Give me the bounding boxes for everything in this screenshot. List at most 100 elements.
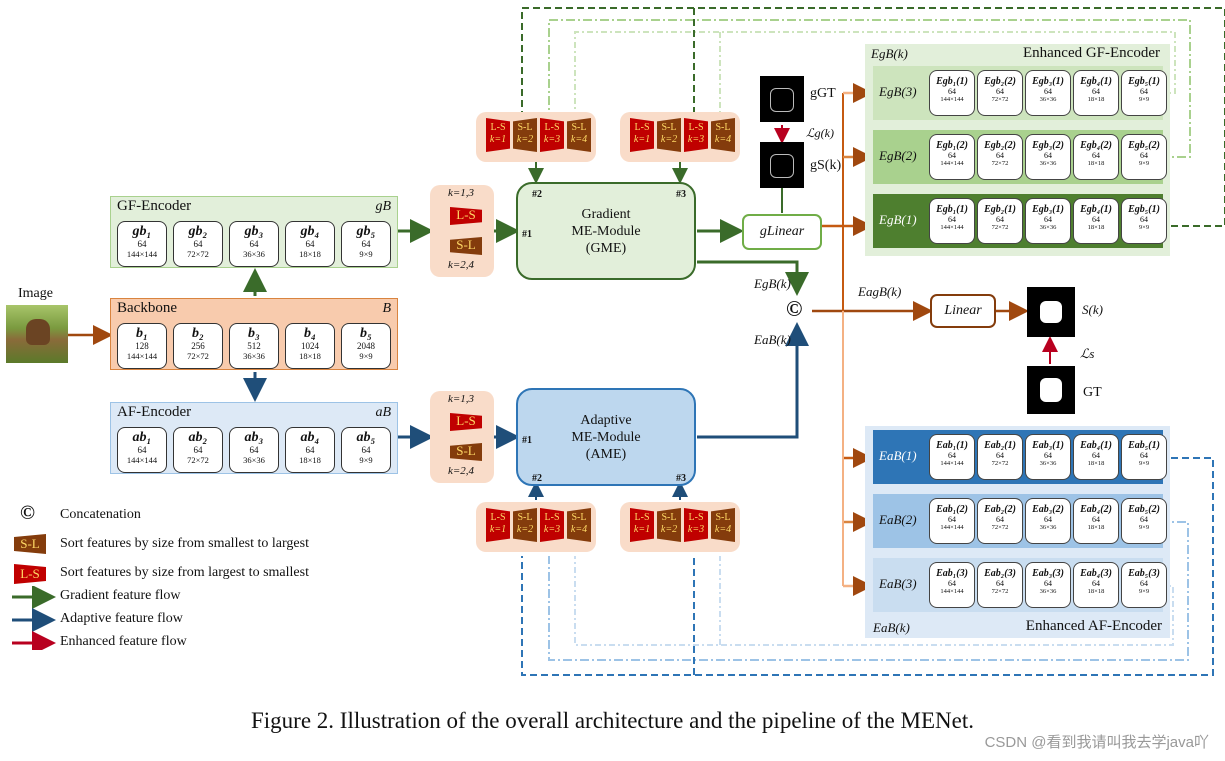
cell-name: Egb₃(2): [1032, 140, 1064, 151]
cell-channels: 64: [1044, 515, 1052, 524]
cell-channels: 64: [1044, 215, 1052, 224]
cell-channels: 64: [1044, 451, 1052, 460]
cell-size: 18×18: [1087, 524, 1105, 531]
sort-tag-label: S-L: [571, 512, 587, 523]
cell-name: ab₅: [356, 430, 376, 445]
cell-name: Egb₁(1): [936, 76, 968, 87]
gf-encoder-symbol: gB: [375, 199, 391, 214]
cell-channels: 64: [361, 445, 371, 455]
cell-size: 144×144: [126, 351, 158, 361]
cell-name: Egb₂(1): [984, 204, 1016, 215]
cell-name: Eab₁(3): [936, 568, 968, 579]
af-encoder-symbol: aB: [375, 405, 391, 420]
sort-tag-k: k=2: [516, 134, 534, 145]
sort-tag-k: k=1: [489, 134, 507, 145]
sort-k13-label: k=1,3: [448, 393, 475, 405]
cell-size: 72×72: [187, 249, 209, 259]
enhanced-gf-symbol: EgB(k): [871, 46, 908, 61]
cell-channels: 64: [1092, 87, 1100, 96]
cell-channels: 64: [1140, 151, 1148, 160]
cell-channels: 64: [1140, 451, 1148, 460]
sort-tag-label: S-L: [571, 122, 587, 133]
cell-size: 144×144: [126, 455, 158, 465]
cell-size: 36×36: [1039, 460, 1057, 467]
cell-channels: 64: [948, 515, 956, 524]
ggt-label: gGT: [810, 86, 836, 101]
cell-size: 36×36: [1039, 588, 1057, 595]
enhanced-af-symbol: EaB(k): [873, 620, 910, 635]
cell-name: Egb₄(1): [1080, 204, 1112, 215]
ame-input-3: #3: [676, 473, 686, 484]
sort-k24-label: k=2,4: [448, 465, 475, 477]
sort-tag-k: k=2: [660, 134, 678, 145]
cell-name: Eab₂(1): [984, 440, 1016, 451]
cell-name: b₁: [136, 326, 148, 341]
cell-size: 18×18: [1087, 160, 1105, 167]
cell-channels: 64: [1092, 451, 1100, 460]
cell-size: 9×9: [359, 249, 373, 259]
sort-box-adaptive: k=1,3 L-S S-L k=2,4: [430, 391, 494, 483]
cell-size: 9×9: [359, 351, 373, 361]
cell-size: 9×9: [1138, 96, 1150, 103]
concat-legend-icon: ©: [20, 502, 35, 524]
cell-channels: 64: [1140, 87, 1148, 96]
ls-loss-label: ℒs: [1080, 346, 1095, 361]
cell-name: Eab₃(3): [1032, 568, 1064, 579]
cell-size: 9×9: [1138, 160, 1150, 167]
cell-name: Eab₃(1): [1032, 440, 1064, 451]
cell-channels: 64: [948, 451, 956, 460]
af-encoder-title: AF-Encoder: [117, 404, 192, 420]
cell-name: Egb₂(2): [984, 140, 1016, 151]
egb-label: EgB(k): [754, 276, 791, 291]
input-image: [6, 305, 68, 363]
cell-size: 18×18: [1087, 588, 1105, 595]
cell-size: 144×144: [940, 460, 964, 467]
cell-size: 144×144: [126, 249, 158, 259]
cell-channels: 2048: [357, 341, 375, 351]
cell-channels: 64: [249, 239, 259, 249]
ame-module: Adaptive ME-Module (AME) #1 #2 #3: [516, 388, 696, 486]
cell-channels: 1024: [301, 341, 319, 351]
cell-size: 9×9: [1138, 588, 1150, 595]
row-label: EgB(2): [879, 148, 917, 163]
cell-size: 36×36: [1039, 96, 1057, 103]
sort-tag-label: S-L: [715, 512, 731, 523]
cell-channels: 64: [1044, 87, 1052, 96]
sl-tag: S-L: [450, 237, 482, 255]
cell-size: 36×36: [1039, 160, 1057, 167]
cell-channels: 64: [948, 215, 956, 224]
backbone-title: Backbone: [117, 300, 177, 316]
figure-caption: Figure 2. Illustration of the overall ar…: [251, 708, 974, 733]
cell-size: 144×144: [940, 524, 964, 531]
cell-name: Egb₅(1): [1128, 204, 1160, 215]
cell-channels: 64: [1092, 151, 1100, 160]
sort-tag-k: k=4: [714, 524, 732, 535]
sort-tag-label: S-L: [661, 122, 677, 133]
